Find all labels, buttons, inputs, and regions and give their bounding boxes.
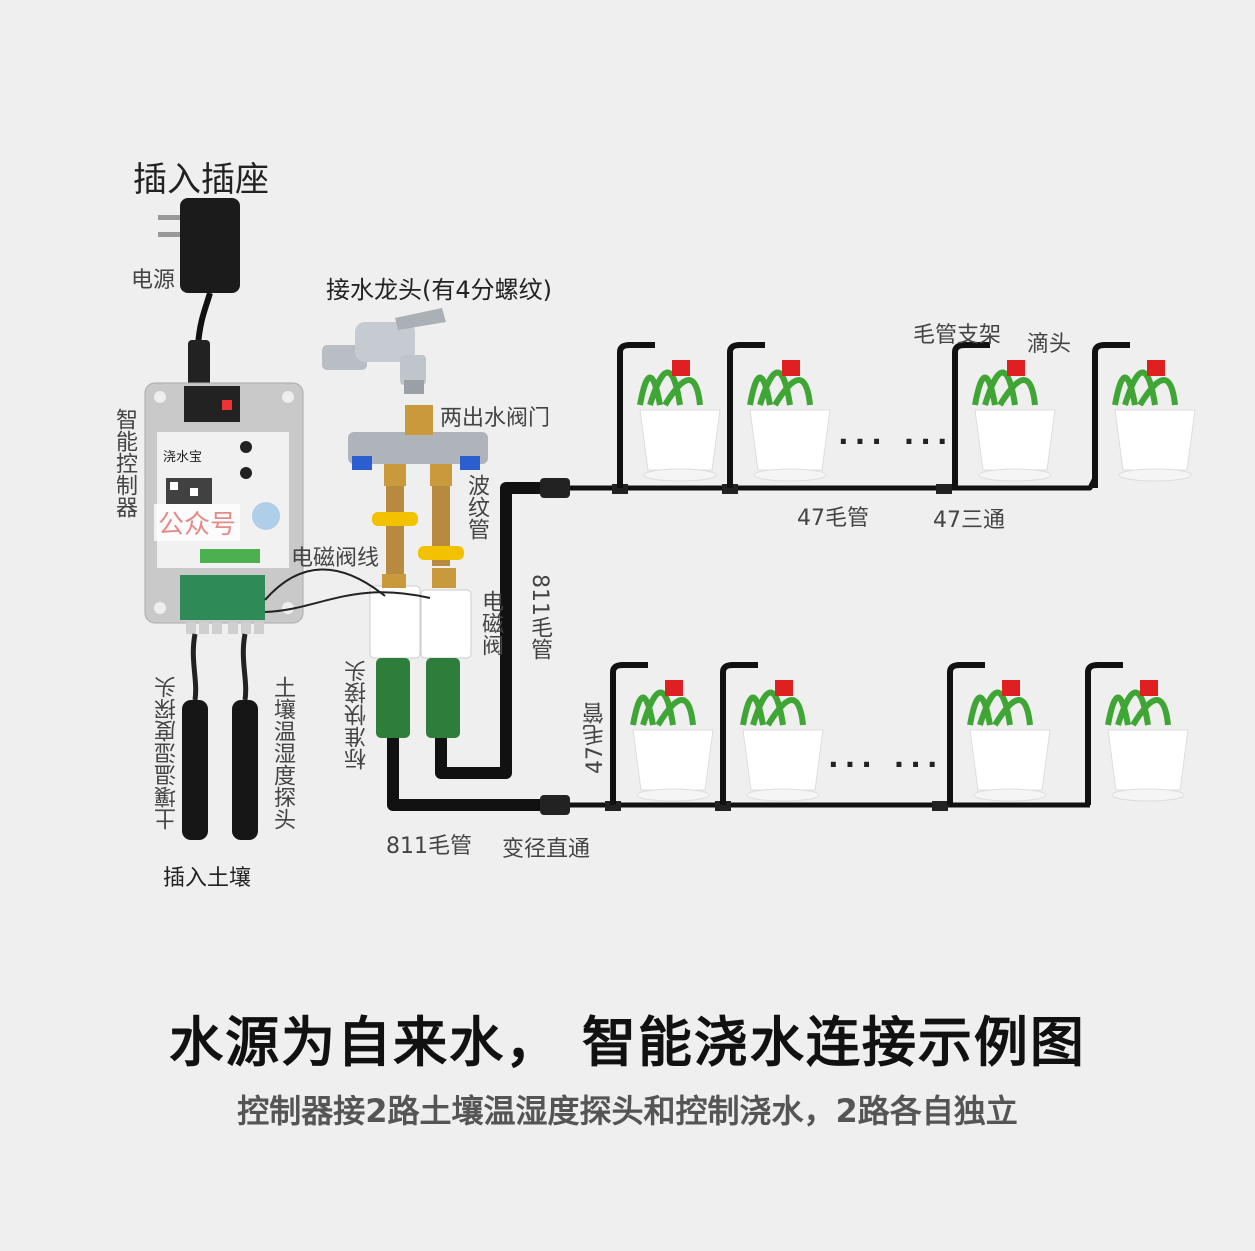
label-standard-quick-connector: 标准快接头: [345, 660, 370, 770]
power-adapter: [158, 198, 240, 388]
plants-bottom-row: [610, 662, 1189, 805]
label-faucet: 接水龙头(有4分螺纹): [326, 276, 552, 304]
two-outlet-valve: [348, 405, 488, 486]
label-soil-probe-right: 土壤温湿度探头: [270, 676, 295, 830]
label-power: 电源: [131, 268, 176, 293]
label-capillary-811-vertical: 811毛管: [527, 574, 552, 660]
main-title: 水源为自来水， 智能浇水连接示例图: [169, 1011, 1086, 1074]
label-capillary-811-bottom: 811毛管: [386, 834, 472, 859]
label-two-outlet-valve: 两出水阀门: [440, 406, 551, 431]
label-solenoid-wire: 电磁阀线: [291, 546, 380, 571]
plants-top-row: [617, 342, 1196, 488]
label-solenoid-valve: 电磁阀: [478, 590, 503, 656]
label-capillary-47-top: 47毛管: [797, 506, 869, 531]
label-soil-probe-left: 土壤温湿度探头: [155, 676, 180, 830]
label-corrugated-pipe: 波纹管: [464, 474, 489, 540]
label-plug-in-socket: 插入插座: [133, 160, 269, 200]
label-dripper: 滴头: [1027, 332, 1072, 357]
faucet: [322, 308, 446, 394]
label-smart-controller: 智能控制器: [112, 408, 137, 518]
ellipsis-top: ··· ···: [838, 425, 954, 458]
solenoid-valves: [369, 568, 472, 659]
quick-connectors: [376, 658, 460, 738]
label-capillary-bracket: 毛管支架: [913, 323, 1002, 348]
label-capillary-47-left: 47毛管: [583, 702, 608, 774]
sub-title: 控制器接2路土壤温湿度探头和控制浇水，2路各自独立: [237, 1092, 1018, 1130]
corrugated-pipes: [372, 486, 464, 578]
fittings: [540, 478, 952, 815]
smart-controller-box: [144, 382, 304, 634]
label-tee-47: 47三通: [933, 508, 1005, 533]
label-reducer-straight: 变径直通: [502, 837, 591, 862]
ellipsis-bottom: ··· ···: [828, 748, 944, 781]
controller-public-account: 公众号: [154, 504, 241, 541]
label-insert-soil: 插入土壤: [163, 866, 252, 891]
soil-probes: [182, 633, 258, 840]
controller-brand: 浇水宝: [163, 450, 203, 465]
